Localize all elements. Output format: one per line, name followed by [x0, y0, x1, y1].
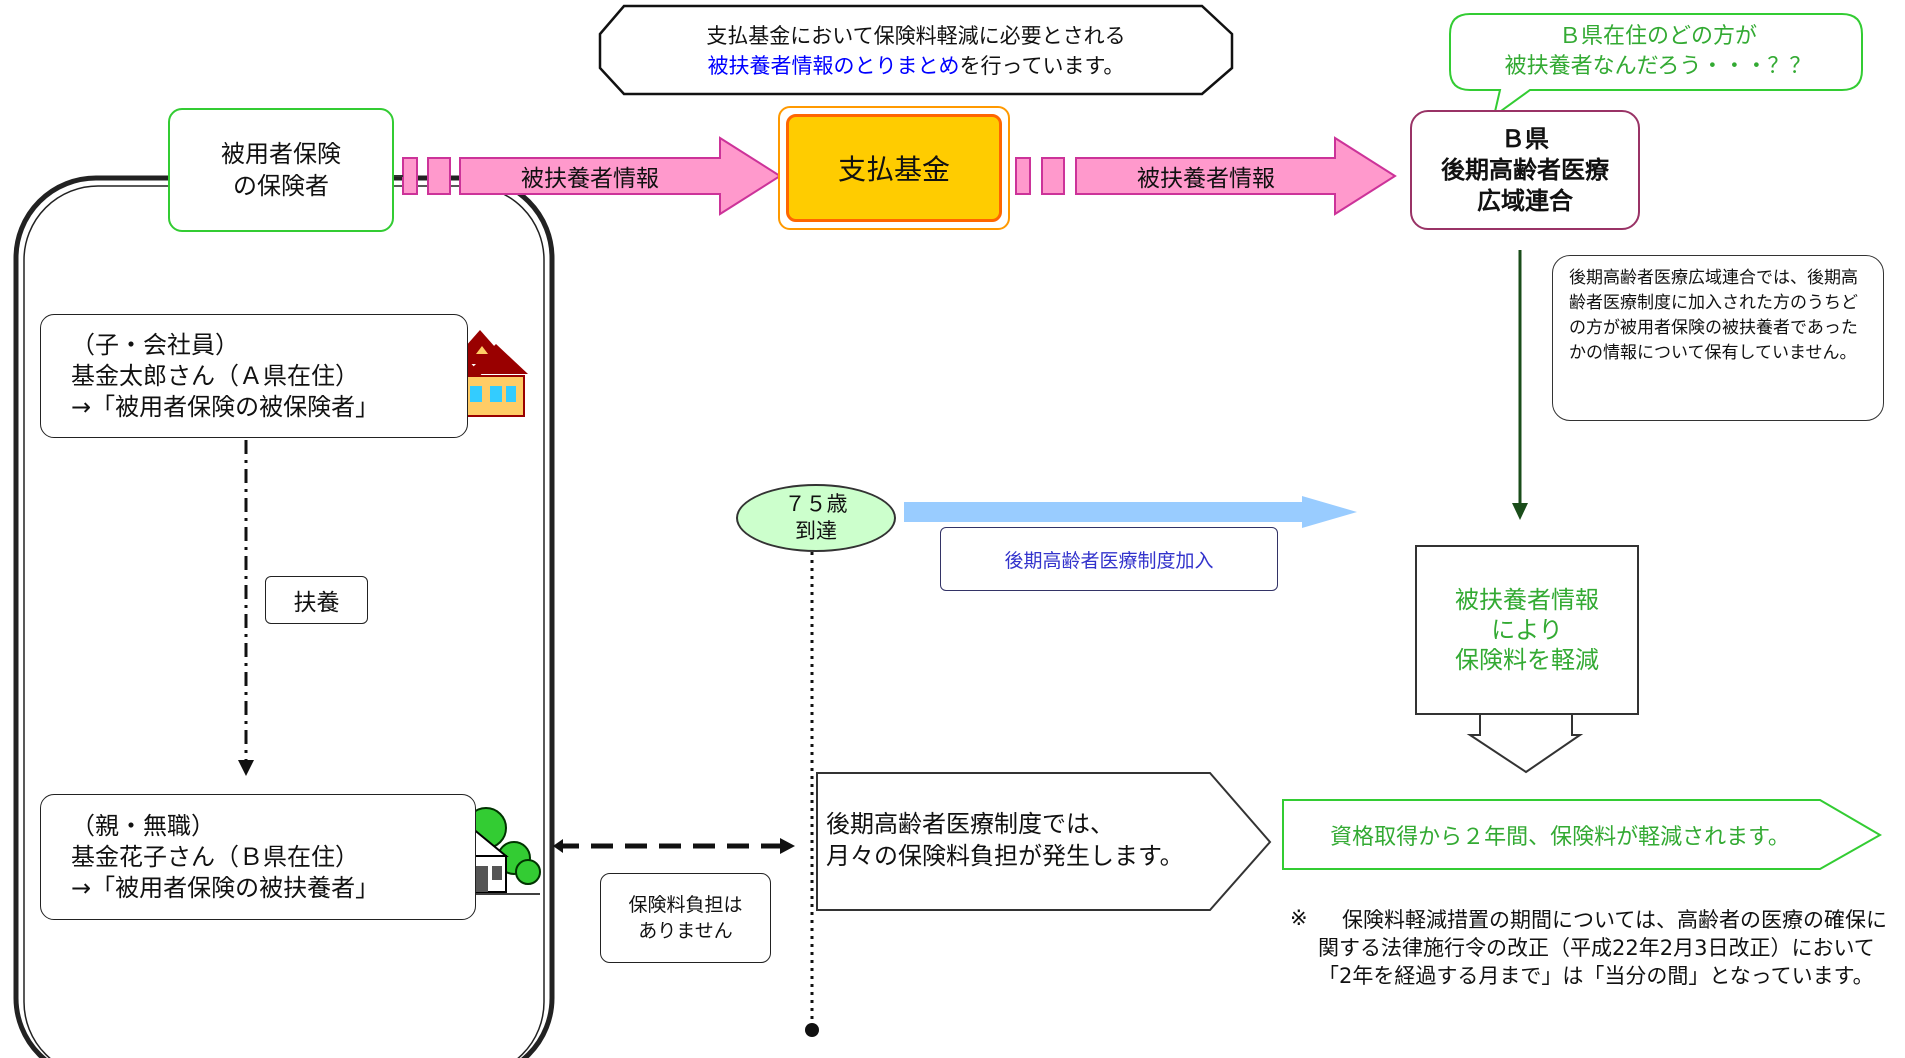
join-arrow [904, 496, 1357, 528]
reduce-box: 被扶養者情報 により 保険料を軽減 [1415, 545, 1639, 715]
banner-rest: を行っています。 [959, 54, 1125, 78]
speech-text: Ｂ県在住のどの方が 被扶養者なんだろう・・・？？ [1504, 24, 1812, 79]
speech-bubble [1449, 13, 1863, 119]
banner-line-2: 被扶養者情報のとりまとめを行っています。 [708, 51, 1125, 81]
age-badge: ７５歳 到達 [736, 484, 896, 552]
monthly-box [816, 772, 1272, 911]
insurer-node: 被用者保険 の保険者 [168, 108, 394, 232]
son-box: （子・会社員） 基金太郎さん（Ａ県在住） →「被用者保険の被保険者」 [40, 314, 468, 438]
monthly-text: 後期高齢者医療制度では、 月々の保険料負担が発生します。 [826, 810, 1184, 870]
parent-box: （親・無職） 基金花子さん（Ｂ県在住） →「被用者保険の被扶養者」 [40, 794, 476, 920]
dependent-label: 扶養 [265, 576, 368, 624]
info-arrow-2 [1015, 136, 1397, 216]
no-burden-box: 保険料負担は ありません [600, 873, 771, 963]
banner: 支払基金において保険料軽減に必要とされる 被扶養者情報のとりまとめを行っています… [610, 14, 1222, 88]
info-arrow-1-label: 被扶養者情報 [521, 166, 659, 192]
two-years-box [1282, 799, 1883, 870]
info-arrow-1 [394, 136, 782, 216]
banner-line-1: 支払基金において保険料軽減に必要とされる [706, 24, 1126, 48]
union-note: 後期高齢者医療広域連合では、後期高齢者医療制度に加入された方のうちどの方が被用者… [1552, 255, 1884, 421]
union-node: Ｂ県 後期高齢者医療 広域連合 [1410, 110, 1640, 230]
info-arrow-2-label: 被扶養者情報 [1137, 166, 1275, 192]
fund-node: 支払基金 [786, 114, 1002, 222]
footnote-mark: ※ [1290, 906, 1308, 930]
banner-frame [598, 4, 1234, 96]
reduce-down-arrow [1466, 713, 1584, 774]
footnote: 保険料軽減措置の期間については、高齢者の医療の確保に関する法律施行令の改正（平成… [1318, 908, 1887, 988]
banner-highlight: 被扶養者情報のとりまとめ [707, 54, 960, 78]
two-years-text: 資格取得から２年間、保険料が軽減されます。 [1330, 825, 1790, 850]
join-label: 後期高齢者医療制度加入 [940, 527, 1278, 591]
union-down-arrow [1512, 250, 1528, 520]
